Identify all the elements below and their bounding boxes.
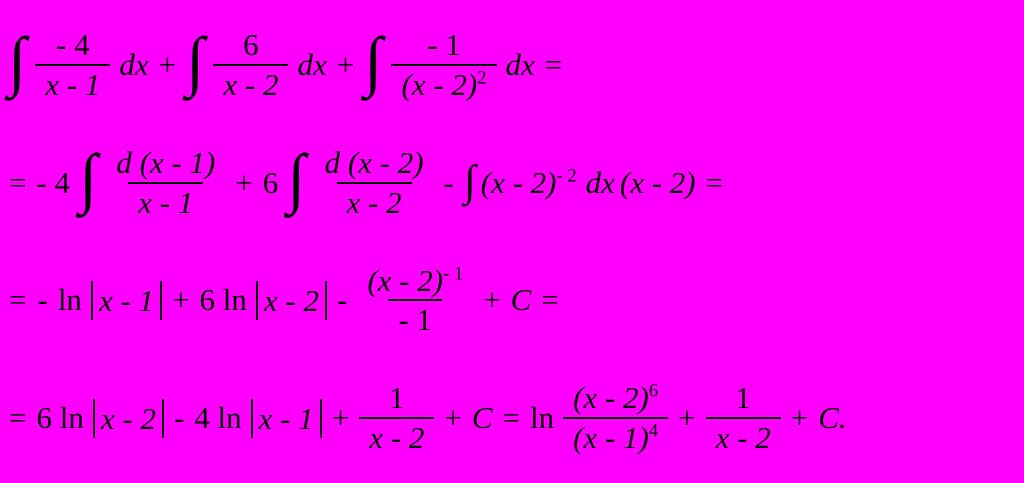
differential-dx: dx <box>505 46 535 82</box>
numerator: d (x - 2) <box>324 144 424 180</box>
exponent: 4 <box>648 420 659 442</box>
coefficient: - 4 <box>36 164 71 200</box>
power-base: (x - 2) <box>367 262 444 298</box>
absolute-value: x - 1 <box>90 280 163 320</box>
minus-operator: - <box>37 282 48 318</box>
equals-sign: = <box>705 164 724 200</box>
equation-line-4: = 6 ln x - 2 - 4 ln x - 1 + 1 x - 2 + C … <box>8 380 1016 455</box>
denominator: x - 1 <box>35 63 111 103</box>
plus-operator: + <box>678 400 696 436</box>
integral-icon: ∫ <box>79 142 98 216</box>
factor: (x - 2) <box>619 164 696 200</box>
denominator: x - 2 <box>213 63 289 103</box>
fraction: 1 x - 2 <box>359 380 435 456</box>
integral-icon: ∫ <box>287 142 306 216</box>
denominator: x - 2 <box>705 417 781 456</box>
numerator: - 4 <box>56 27 90 63</box>
plus-operator: + <box>235 164 253 200</box>
power-base: (x - 2) <box>480 164 557 200</box>
equation-line-1: ∫ - 4 x - 1 dx + ∫ 6 x - 2 dx + ∫ - 1 (x… <box>8 27 1016 102</box>
constant-C-final: C. <box>818 400 847 436</box>
differential-dx: dx <box>119 46 149 82</box>
plus-operator: + <box>172 282 190 318</box>
denominator: x - 2 <box>359 417 435 456</box>
ln-label: ln <box>529 400 555 436</box>
plus-operator: + <box>331 400 350 436</box>
constant-C: C <box>471 400 493 436</box>
fraction: (x - 2)6 (x - 1)4 <box>563 380 669 456</box>
integral-icon: ∫ <box>186 24 205 98</box>
equals-sign: = <box>502 400 520 436</box>
denominator: x - 2 <box>336 181 412 221</box>
plus-operator: + <box>444 400 462 436</box>
differential-dx: dx <box>585 164 615 200</box>
plus-operator: + <box>790 400 809 436</box>
integral-icon: ∫ <box>463 157 476 206</box>
power-expression: (x - 2)- 2 <box>481 165 577 201</box>
coefficient-ln: 6 ln <box>199 282 247 318</box>
plus-operator: + <box>483 282 501 318</box>
coefficient-ln: 4 ln <box>194 400 242 436</box>
exponent: - 1 <box>443 263 464 285</box>
exponent: 2 <box>477 67 487 89</box>
power-base: (x - 1) <box>573 420 649 456</box>
power-base: (x - 2) <box>573 380 649 416</box>
exponent: - 2 <box>556 165 577 187</box>
numerator: 6 <box>243 27 259 63</box>
absolute-value: x - 2 <box>255 280 327 320</box>
denominator: - 1 <box>388 299 443 338</box>
absolute-value: x - 1 <box>250 398 322 438</box>
minus-operator: - <box>443 164 454 200</box>
absolute-value: x - 2 <box>92 398 164 438</box>
ln-label: ln <box>57 282 82 318</box>
numerator: 1 <box>389 380 405 416</box>
numerator: (x - 2)6 <box>563 380 668 417</box>
plus-operator: + <box>336 46 355 82</box>
constant-C: C <box>510 282 532 318</box>
integral-icon: ∫ <box>8 24 27 98</box>
fraction: - 1 (x - 2)2 <box>391 27 497 103</box>
denominator: (x - 1)4 <box>563 417 669 456</box>
fraction: - 4 x - 1 <box>35 27 111 103</box>
denominator: x - 1 <box>128 181 204 221</box>
equation-line-3: = - ln x - 1 + 6 ln x - 2 - (x - 2)- 1 -… <box>8 263 1016 338</box>
fraction: d (x - 2) x - 2 <box>315 145 434 220</box>
coefficient: 6 <box>262 164 279 200</box>
denominator: (x - 2)2 <box>391 63 497 103</box>
minus-operator: - <box>173 400 185 436</box>
numerator: (x - 2)- 1 <box>357 263 473 300</box>
equals-sign: = <box>9 164 27 200</box>
fraction: 6 x - 2 <box>213 27 289 103</box>
equals-sign: = <box>9 282 27 318</box>
exponent: 6 <box>648 381 659 403</box>
equation-line-2: = - 4 ∫ d (x - 1) x - 1 + 6 ∫ d (x - 2) … <box>8 145 1016 220</box>
minus-operator: - <box>336 282 348 318</box>
fraction: (x - 2)- 1 - 1 <box>357 263 473 338</box>
coefficient-ln: 6 ln <box>36 400 84 436</box>
plus-operator: + <box>158 46 177 82</box>
equals-sign: = <box>541 282 559 318</box>
fraction: d (x - 1) x - 1 <box>106 145 225 220</box>
equals-sign: = <box>544 46 563 82</box>
integral-icon: ∫ <box>364 24 383 98</box>
numerator: 1 <box>735 380 751 416</box>
differential-dx: dx <box>297 46 327 82</box>
fraction: 1 x - 2 <box>705 380 781 456</box>
equals-sign: = <box>9 400 27 436</box>
numerator: d (x - 1) <box>116 144 216 180</box>
numerator: - 1 <box>427 27 461 63</box>
power-base: (x - 2) <box>401 66 478 102</box>
